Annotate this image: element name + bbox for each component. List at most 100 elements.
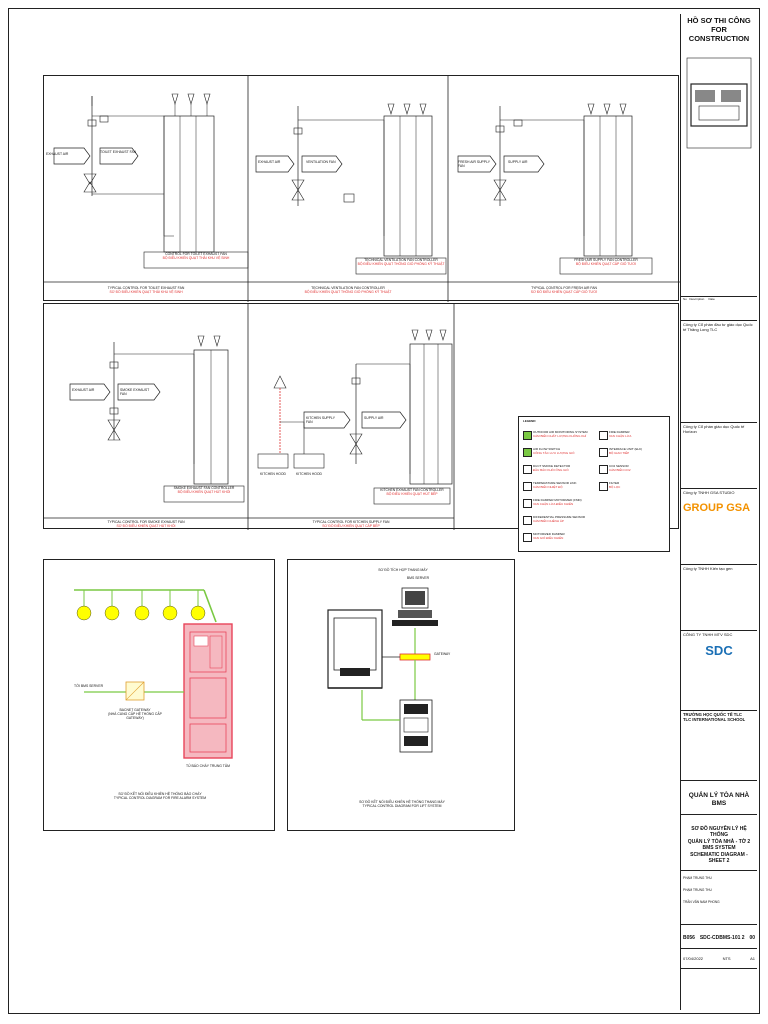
to-bms-label: TỚI BMS SERVER [74, 684, 104, 688]
toilet-fan-schematic [53, 93, 249, 269]
lift-diagram [327, 587, 438, 753]
lift-gateway-icon [399, 653, 431, 661]
legend-item-vn: VAN CHẶN LỬA ĐIỀU KHIỂN [533, 501, 574, 506]
legend-item-en: INTERFACE UNIT (ELK) [609, 447, 643, 451]
bms-server-label: BMS SERVER [406, 576, 430, 580]
kitchen-label-a: KITCHEN SUPPLY FAN [306, 416, 335, 424]
signature-block: PHẠM TRUNG THU PHẠM TRUNG THU TRẦN VĂN N… [681, 870, 757, 924]
contractor-block: Công ty TNHH Kiến tạo gen [681, 564, 757, 630]
alarm-bell-icon [76, 590, 92, 621]
legend-item-en: AIR FLOW SWITCH [533, 447, 561, 451]
lift-panel: SƠ ĐỒ TÍCH HỢP THANG MÁY BMS SERVER [287, 559, 515, 831]
toilet-label-b: TOILET EXHAUST FAN [100, 150, 137, 154]
fresh-label-b: SUPPLY AIR [508, 160, 528, 164]
fire-alarm-diagram [74, 589, 233, 759]
owner-block: Công ty Cổ phần đầu tư giáo dục Quốc tế … [681, 320, 757, 422]
legend-item-en: DUCT SMOKE DETECTOR [533, 464, 571, 468]
toilet-label-a: EXHAUST AIR [46, 152, 69, 156]
legend-item-en: DIFFERENTIAL PRESSURE SENSOR [533, 515, 586, 519]
lift-controller-icon [399, 699, 433, 753]
gateway-label: BACNET GATEWAY(NHÀ CUNG CẤP HỆ THỐNG CẤP… [108, 708, 162, 720]
legend-item: INTERFACE UNIT (ELK)BỘ GIAO TIẾP [609, 447, 643, 455]
fire-alarm-control-panel-icon [183, 623, 233, 759]
legend-symbol-icon [523, 465, 532, 474]
kitchen-hood-label-1: KITCHEN HOOD [260, 472, 286, 476]
fresh-label-a: FRESH AIR SUPPLY FAN [458, 160, 490, 168]
legend-item-vn: BỘ LỌC [609, 484, 621, 489]
alarm-bell-icon [190, 590, 206, 621]
drawing-number-block: B056 SDC-CDBMS-101 2 00 [681, 924, 757, 948]
alarm-bell-icon [162, 590, 178, 621]
legend-item-en: FILTER [609, 481, 620, 485]
fire-panel-label: TỦ BÁO CHÁY TRUNG TÂM [186, 764, 230, 768]
legend-item-vn: CẢM BIẾN NHIỆT ĐỘ [533, 484, 563, 489]
legend-symbol-icon [523, 448, 532, 457]
legend-symbol-icon [599, 482, 608, 491]
technical-label-a: EXHAUST AIR [258, 160, 281, 164]
revision-number: 00 [749, 935, 755, 941]
legend-item-vn: VAN GIÓ ĐIỀU KHIỂN [533, 535, 564, 540]
title-block: HỒ SƠ THI CÔNG FOR CONSTRUCTION No Descr… [680, 14, 757, 1010]
legend-item-en: FIRE DAMPER [609, 430, 630, 434]
legend-symbol-icon [523, 533, 532, 542]
sheet-size: A1 [750, 956, 755, 961]
legend-symbol-icon [523, 431, 532, 440]
scale-block: 07/04/2022 NTS A1 [681, 948, 757, 968]
legend-item-vn: BỘ GIAO TIẾP [609, 450, 630, 455]
design-block: Công ty TNHH GSA STUDIO GROUP GSA [681, 488, 757, 564]
legend-item-vn: CẢM BIẾN CO2 [609, 467, 631, 472]
legend-symbol-icon [523, 499, 532, 508]
mep-block: CÔNG TY TNHH MTV SDC SDC [681, 630, 757, 710]
lift-gateway-label: GATEWAY [434, 652, 451, 656]
scale-value: NTS [722, 956, 731, 961]
lift-header: SƠ ĐỒ TÍCH HỢP THANG MÁY [378, 568, 428, 572]
legend-symbol-icon [599, 448, 608, 457]
fire-alarm-panel: TỚI BMS SERVER BACNET GATEWAY(NHÀ CUNG C… [43, 559, 275, 831]
legend-symbol-icon [599, 465, 608, 474]
lift-cabin-icon [327, 609, 383, 689]
legend-item-en: TEMPERATURE SENSOR LINK [533, 481, 577, 485]
smoke-label-b: SMOKE EXHAUST FAN [120, 388, 150, 396]
legend-item-en: MOTORIZED DAMPER [533, 532, 565, 536]
drawing-number: SDC-CDBMS-101 2 [699, 935, 745, 941]
construction-stamp: HỒ SƠ THI CÔNG FOR CONSTRUCTION [687, 16, 751, 43]
technical-fan-schematic [255, 103, 447, 275]
legend-title: LEGEND [523, 419, 536, 423]
legend-symbol-icon [523, 516, 532, 525]
school-block: TRƯỜNG HỌC QUỐC TẾ TLC TLC INTERNATIONAL… [681, 710, 757, 780]
fire-caption: SƠ ĐỒ KẾT NỐI ĐIỀU KHIỂN HỆ THỐNG BÁO CH… [113, 792, 207, 800]
key-plan [686, 57, 752, 149]
fresh-air-fan-schematic [457, 103, 653, 275]
alarm-bell-icon [134, 590, 150, 621]
drawing-title-block: SƠ ĐỒ NGUYÊN LÝ HỆ THỐNG QUẢN LÝ TÒA NHÀ… [681, 814, 757, 870]
legend-item: FIRE DAMPER MOTORIZED (FMD)VAN CHẶN LỬA … [533, 498, 582, 506]
computer-icon [392, 587, 438, 626]
legend-item-en: FIRE DAMPER MOTORIZED (FMD) [533, 498, 582, 502]
legend-symbol-icon [523, 482, 532, 491]
consultant-block: Công ty Cổ phần giáo dục Quốc tế Horizon [681, 422, 757, 488]
kitchen-hood-label-2: KITCHEN HOOD [296, 472, 322, 476]
system-title-block: QUẢN LÝ TÒA NHÀ BMS [681, 780, 757, 814]
lift-caption: SƠ ĐỒ KẾT NỐI ĐIỀU KHIỂN HỆ THỐNG THANG … [359, 800, 445, 808]
kitchen-fan-schematic [257, 329, 453, 505]
kitchen-label-b: SUPPLY AIR [364, 416, 384, 420]
